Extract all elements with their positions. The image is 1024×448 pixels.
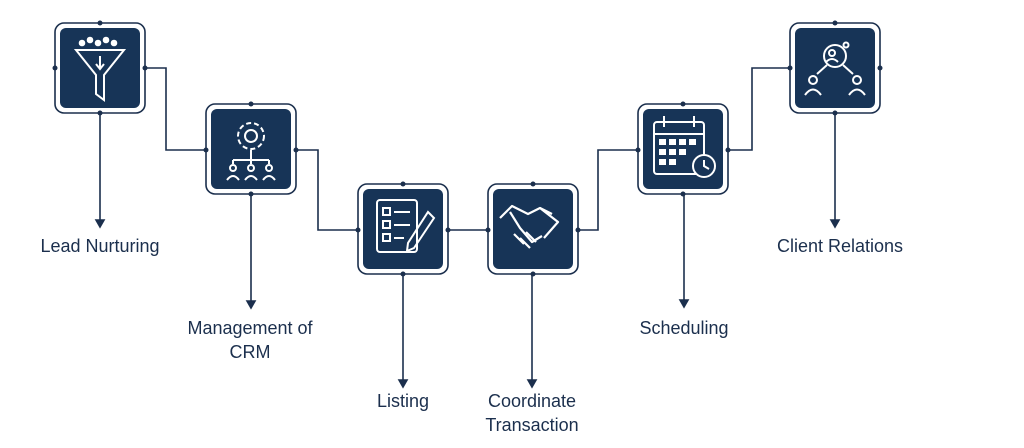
funnel-icon	[73, 36, 127, 102]
tile-client-relations	[789, 22, 881, 114]
label-management-of-crm: Management of CRM	[160, 316, 340, 364]
drop-lines	[94, 114, 841, 389]
tile-coordinate-transaction	[487, 183, 579, 275]
handshake-icon	[499, 204, 560, 249]
tile-listing	[357, 183, 449, 275]
label-scheduling: Scheduling	[639, 318, 729, 338]
calendar-clock-icon	[653, 116, 716, 178]
label-management-of-crm-line1: Management of	[187, 318, 313, 338]
label-coordinate-transaction-line2: Transaction	[485, 415, 579, 435]
label-listing: Listing	[376, 391, 430, 411]
label-coordinate-transaction-line1: Coordinate	[487, 391, 577, 411]
connector-dots	[52, 20, 883, 277]
label-coordinate-transaction: Coordinate Transaction	[470, 389, 594, 437]
client-network-icon	[804, 41, 866, 96]
connectors	[145, 67, 793, 231]
label-management-of-crm-line2: CRM	[229, 342, 271, 362]
tile-management-of-crm	[205, 103, 297, 195]
tile-scheduling	[637, 103, 729, 195]
tile-lead-nurturing	[54, 22, 146, 114]
tiles	[54, 22, 881, 275]
label-lead-nurturing: Lead Nurturing	[40, 236, 160, 256]
gear-network-icon	[226, 122, 276, 181]
connector-5-6	[726, 67, 793, 151]
connector-2-3	[294, 149, 360, 231]
checklist-icon	[376, 199, 436, 253]
connector-4-5	[576, 149, 640, 231]
connector-1-2	[145, 67, 210, 151]
label-client-relations: Client Relations	[776, 236, 904, 256]
